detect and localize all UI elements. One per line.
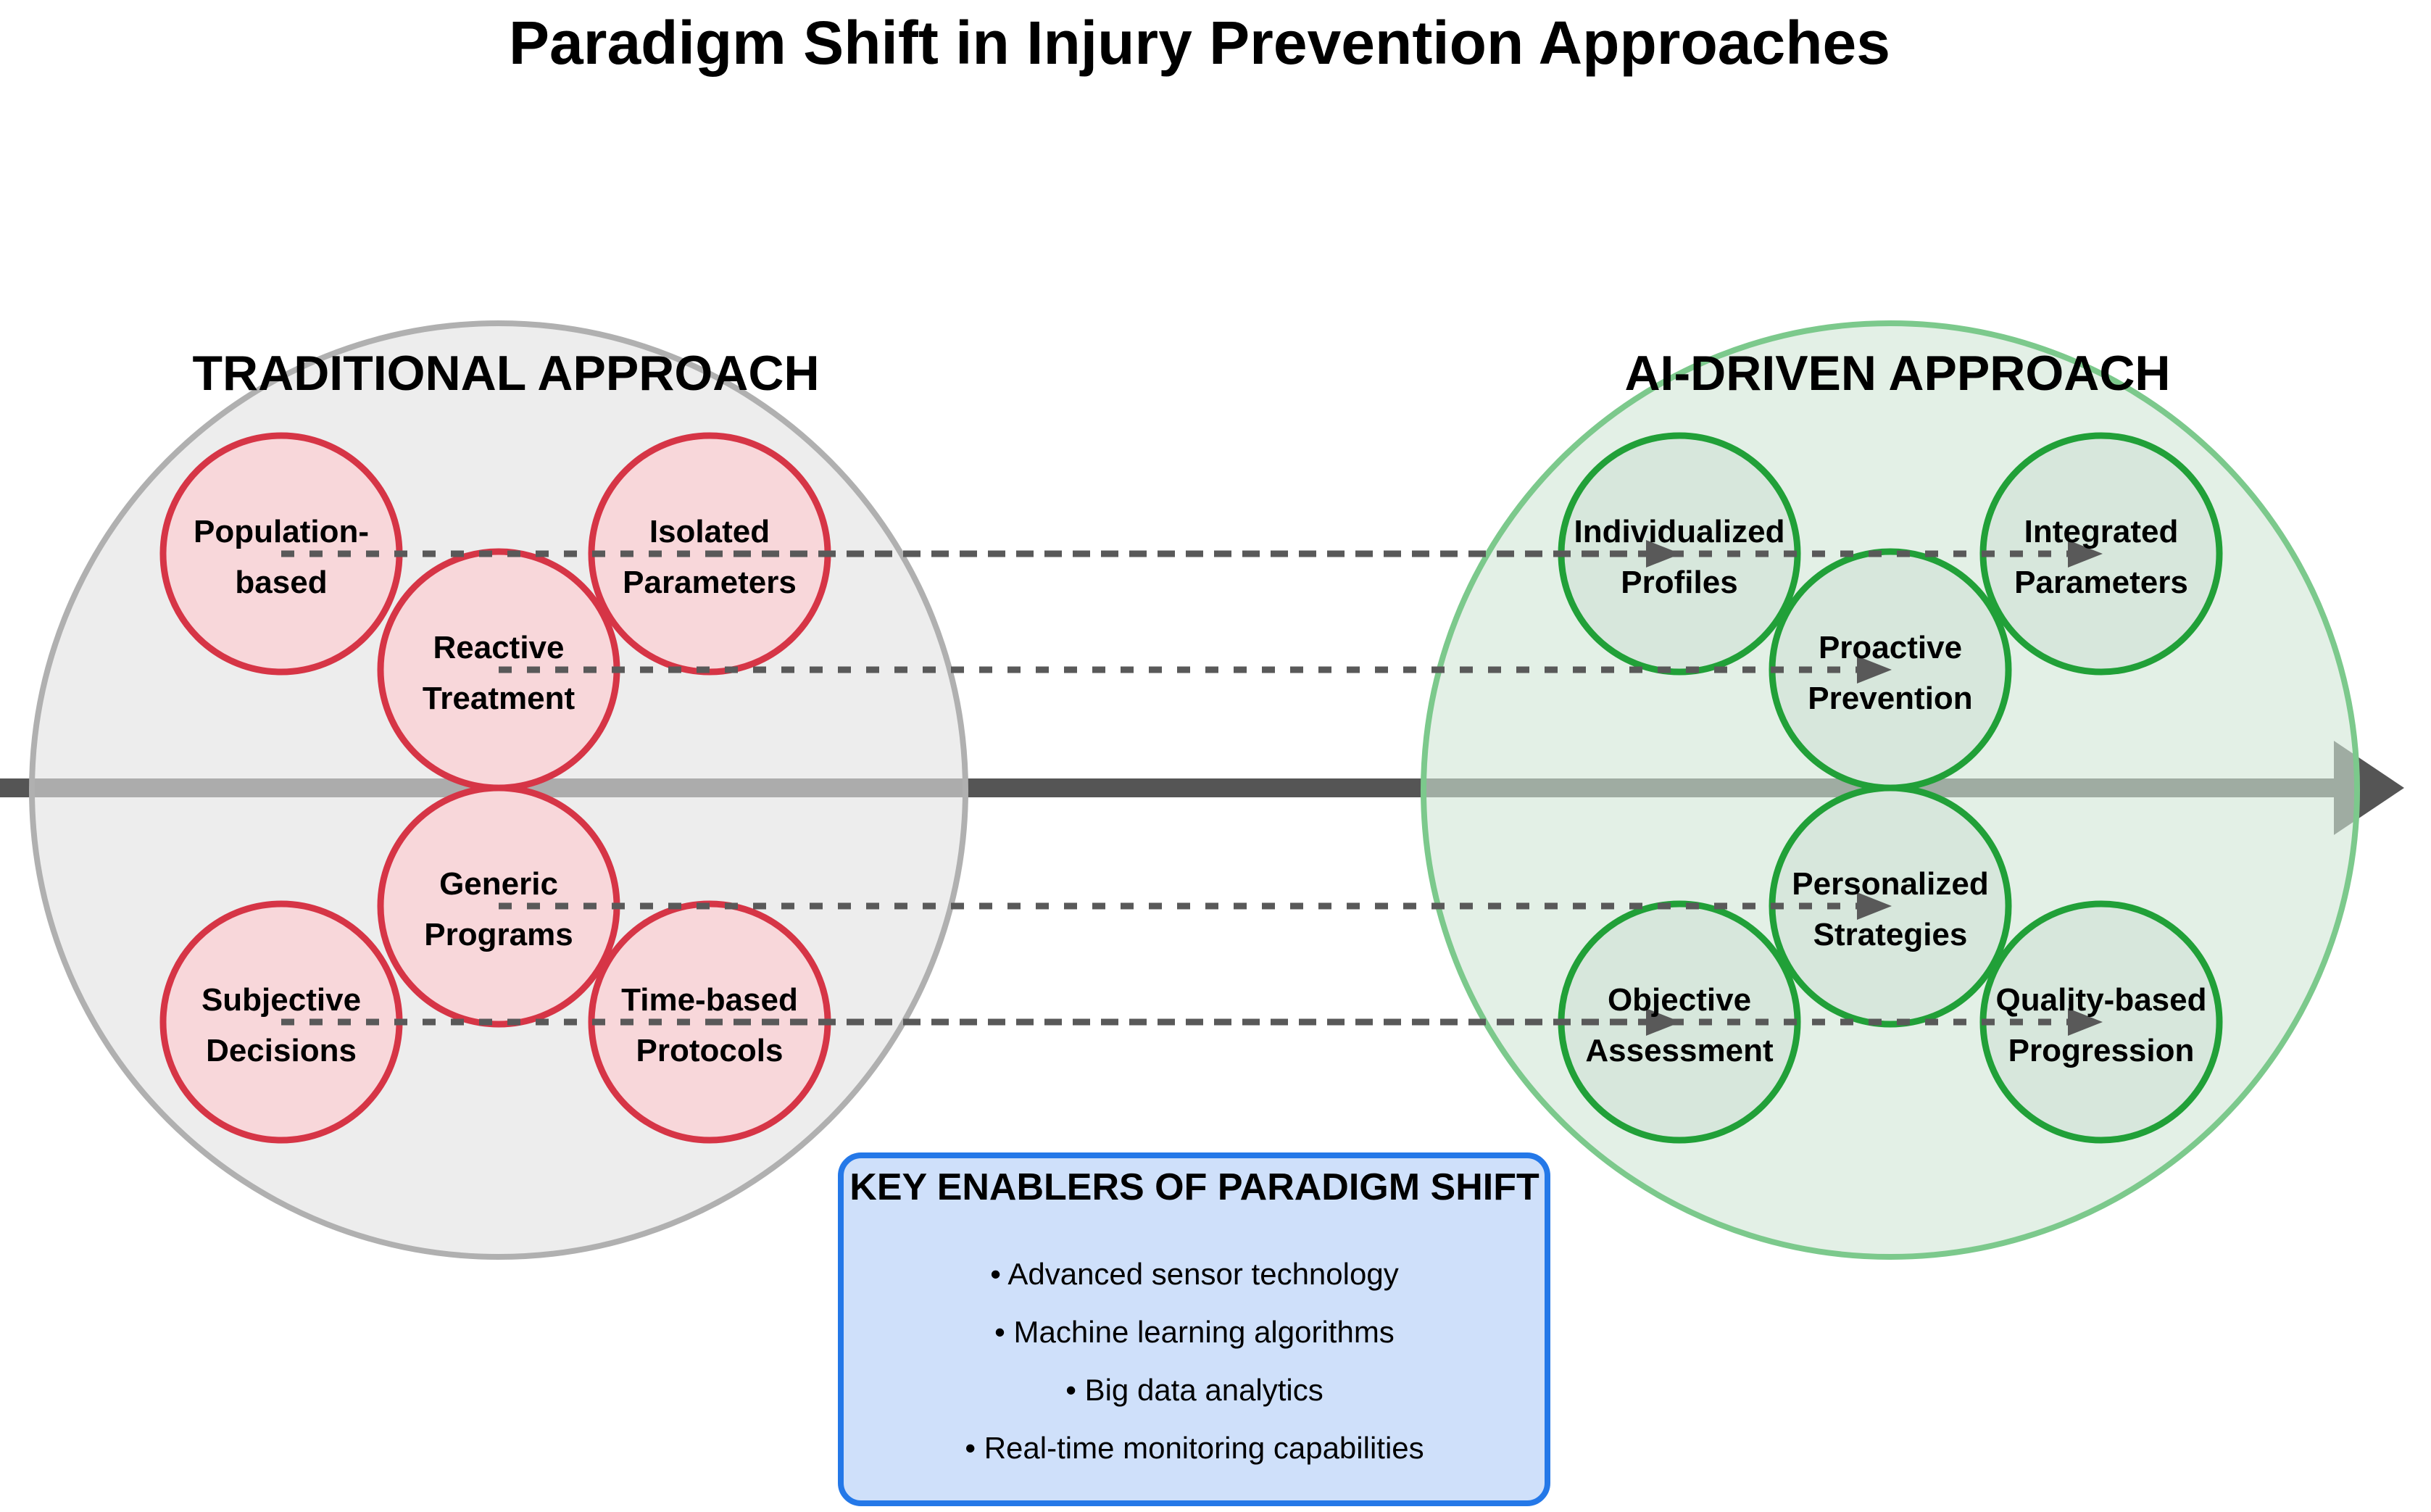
node-label: Objective — [1608, 982, 1751, 1018]
node-label: Protocols — [636, 1033, 784, 1068]
arrowhead-icon — [2068, 1008, 2103, 1036]
node-label: Treatment — [423, 681, 575, 716]
node-label: Subjective — [201, 982, 361, 1018]
node-label: Time-based — [621, 982, 798, 1018]
node-label: Population- — [194, 514, 369, 549]
node-label: based — [235, 565, 327, 600]
node-label: Personalized — [1792, 866, 1988, 902]
node-label: Isolated — [649, 514, 770, 549]
enabler-item: • Machine learning algorithms — [994, 1315, 1395, 1349]
node-label: Assessment — [1585, 1033, 1774, 1068]
node-label: Reactive — [433, 630, 564, 665]
node-label: Parameters — [2014, 565, 2188, 600]
ai-node-labels: Individualized Profiles Integrated Param… — [1574, 514, 2207, 1068]
arrowhead-icon — [2068, 540, 2103, 568]
page-title: Paradigm Shift in Injury Prevention Appr… — [509, 9, 1890, 77]
arrowhead-icon — [1857, 892, 1892, 920]
node-label: Quality-based — [1996, 982, 2207, 1018]
arrowhead-icon — [1646, 540, 1681, 568]
node-label: Proactive — [1819, 630, 1962, 665]
mapping-connectors — [281, 540, 2103, 1036]
key-enablers-panel: KEY ENABLERS OF PARADIGM SHIFT • Advance… — [838, 1152, 1550, 1506]
node-label: Parameters — [623, 565, 797, 600]
enabler-item: • Advanced sensor technology — [990, 1257, 1398, 1291]
arrowhead-icon — [1857, 656, 1892, 684]
arrowhead-icon — [1646, 1008, 1681, 1036]
enabler-item: • Big data analytics — [1065, 1373, 1323, 1407]
enabler-item: • Real-time monitoring capabilities — [965, 1431, 1424, 1465]
node-label: Profiles — [1621, 565, 1737, 600]
key-enablers-box — [838, 1152, 1550, 1506]
node-label: Generic — [439, 866, 558, 902]
ai-approach-heading: AI-DRIVEN APPROACH — [1624, 346, 2170, 401]
node-label: Progression — [2008, 1033, 2195, 1068]
node-label: Individualized — [1574, 514, 1785, 549]
traditional-approach-heading: TRADITIONAL APPROACH — [192, 346, 819, 401]
node-label: Programs — [424, 917, 573, 952]
key-enablers-heading: KEY ENABLERS OF PARADIGM SHIFT — [849, 1166, 1539, 1208]
node-label: Decisions — [206, 1033, 357, 1068]
node-label: Strategies — [1813, 917, 1968, 952]
node-label: Integrated — [2024, 514, 2179, 549]
node-label: Prevention — [1808, 681, 1972, 716]
